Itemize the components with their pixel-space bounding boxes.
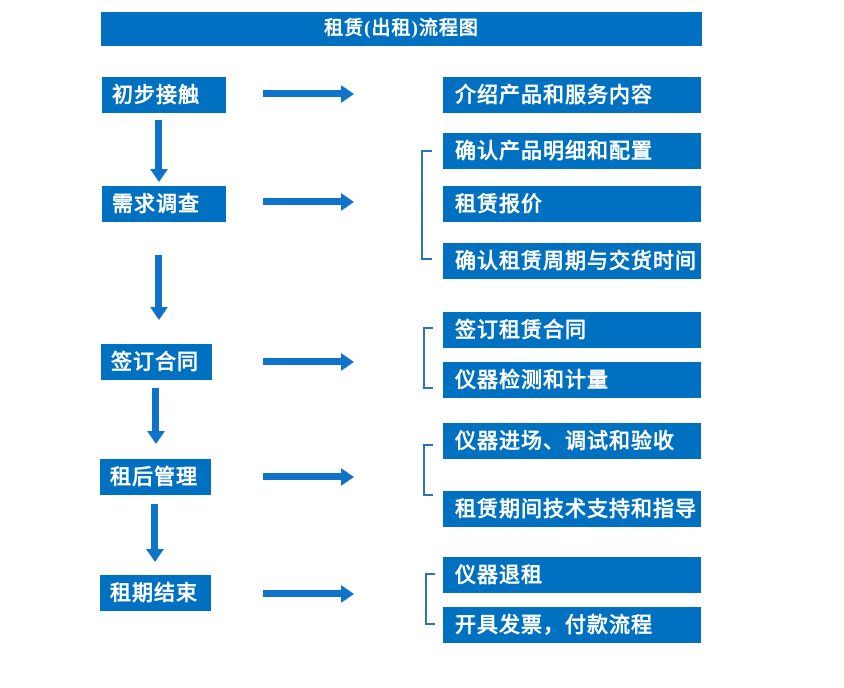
- arrow-down-icon: [150, 120, 168, 182]
- arrow-right-icon: [263, 193, 354, 211]
- detail-box-confirm-details: 确认产品明细和配置: [443, 133, 701, 169]
- detail-box-confirm-period: 确认租赁周期与交货时间: [443, 243, 701, 279]
- arrow-right-icon: [263, 353, 354, 371]
- detail-box-instrument-setup: 仪器进场、调试和验收: [443, 423, 701, 459]
- stage-box-lease-end: 租期结束: [100, 575, 211, 611]
- flowchart-title: 租赁(出租)流程图: [101, 12, 702, 46]
- arrow-down-icon: [147, 388, 165, 444]
- stage-box-post-rental: 租后管理: [100, 459, 211, 495]
- arrow-right-icon: [263, 85, 354, 103]
- group-bracket-sign-contract: [423, 327, 433, 389]
- detail-box-rental-quote: 租赁报价: [443, 186, 701, 222]
- detail-box-sign-rental-contract: 签订租赁合同: [443, 312, 701, 348]
- group-bracket-lease-end: [425, 573, 435, 625]
- arrow-down-icon: [146, 504, 164, 562]
- group-bracket-demand-survey: [421, 150, 432, 260]
- arrow-right-icon: [263, 468, 354, 486]
- detail-box-invoice-payment: 开具发票，付款流程: [443, 607, 701, 643]
- stage-box-initial-contact: 初步接触: [102, 77, 226, 113]
- arrow-down-icon: [150, 255, 168, 320]
- group-bracket-post-rental: [423, 444, 433, 496]
- detail-box-introduce-products: 介绍产品和服务内容: [443, 77, 701, 113]
- detail-box-tech-support: 租赁期间技术支持和指导: [443, 491, 701, 527]
- arrow-right-icon: [263, 585, 354, 603]
- stage-box-demand-survey: 需求调查: [102, 186, 226, 222]
- detail-box-instrument-return: 仪器退租: [443, 557, 701, 593]
- detail-box-instrument-testing: 仪器检测和计量: [443, 362, 701, 398]
- stage-box-sign-contract: 签订合同: [101, 344, 212, 380]
